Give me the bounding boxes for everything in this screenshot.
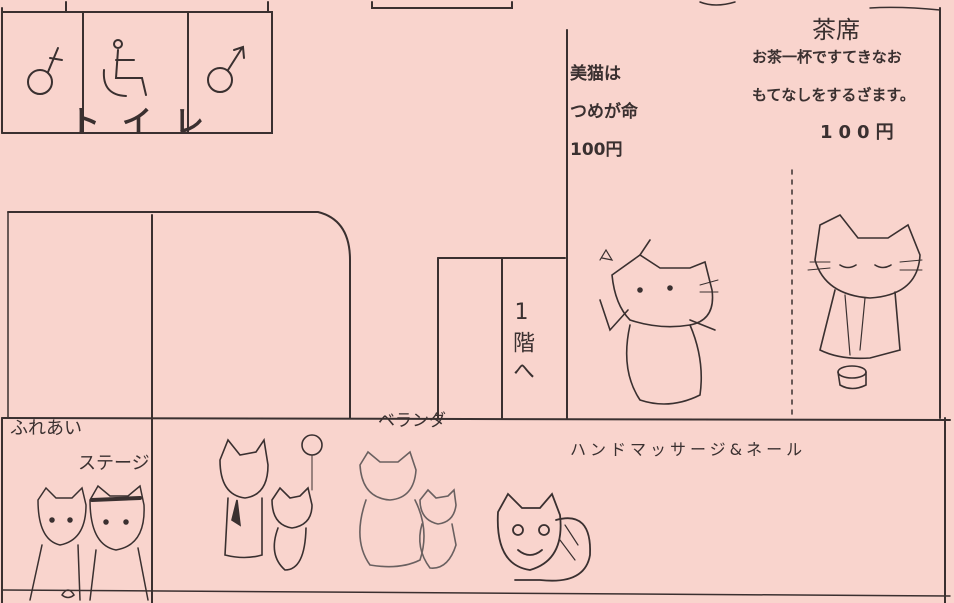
wheelchair-icon: [102, 39, 147, 97]
female-symbol-icon: [27, 47, 63, 95]
nail-shop-price: 100円: [570, 140, 623, 160]
toilet-block: [1, 1, 273, 134]
stairs-box: [437, 257, 566, 419]
tea-room-line1: お茶一杯ですてきなお: [752, 48, 902, 66]
tea-room-line2: もてなしをするざます。: [752, 86, 915, 104]
stage-cats-illustration: [29, 484, 149, 601]
stage-label-line1: ふれあい: [10, 418, 82, 439]
toilet-label: トイレ: [70, 105, 226, 140]
tea-cat-illustration: [807, 213, 923, 390]
male-symbol-icon: [207, 45, 245, 93]
nail-shop-line2: つめが命: [570, 102, 638, 122]
stage-label-line2: ステージ: [78, 453, 150, 474]
tea-room-price: 100円: [820, 122, 900, 143]
massage-cat-illustration: [496, 492, 591, 582]
stairs-label: 1階へ: [509, 300, 534, 387]
nail-shop-line1: 美猫は: [570, 64, 621, 84]
tea-room-title: 茶席: [812, 16, 860, 44]
veranda-cats-illustration: [219, 434, 457, 571]
massage-label: ハンドマッサージ&ネール: [570, 440, 807, 459]
veranda-label: ベランダ: [378, 411, 446, 431]
nail-cat-illustration: [599, 239, 719, 405]
